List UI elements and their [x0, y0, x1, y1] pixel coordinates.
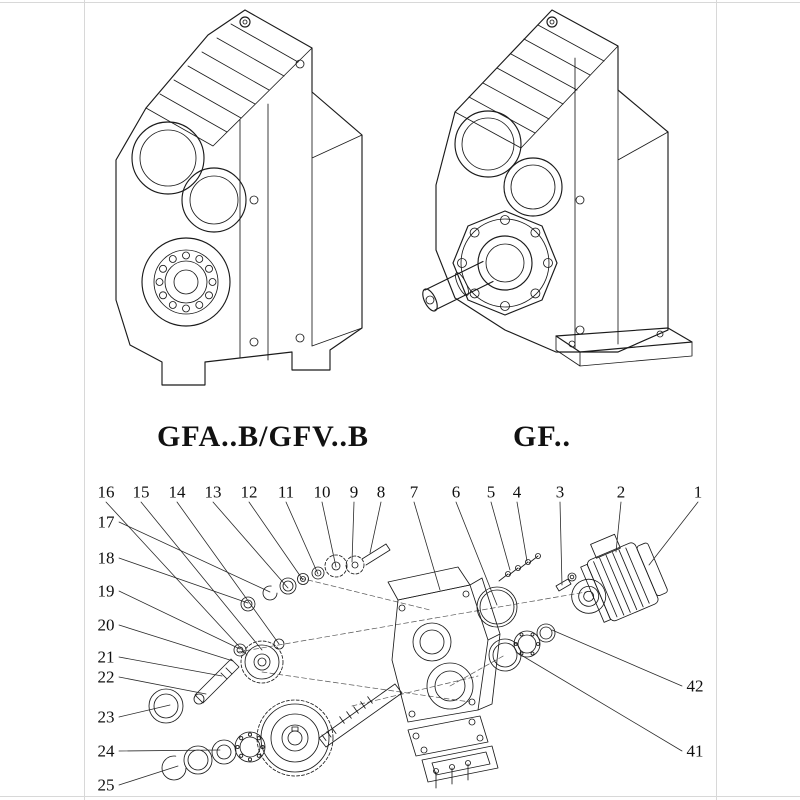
- ball-bearing-small: [279, 577, 297, 595]
- output-gear-large: [256, 699, 334, 777]
- paper-gasket: [476, 586, 518, 628]
- gear-bore-lower: [181, 167, 247, 233]
- leader-line-18: [118, 557, 249, 604]
- leader-line-15: [140, 501, 263, 651]
- exploded-view-diagram: [105, 501, 699, 789]
- leader-line-42: [551, 629, 683, 687]
- cooling-ribs: [159, 23, 299, 133]
- model-label-shaft-output: GF..: [513, 420, 571, 453]
- housing-silhouette: [115, 9, 363, 386]
- leader-line-3: [559, 501, 563, 586]
- side-band-lines: [574, 57, 669, 353]
- leader-line-7: [413, 501, 441, 591]
- leader-line-4: [516, 501, 528, 562]
- oil-seal-large: [148, 688, 184, 724]
- leader-line-11: [285, 501, 319, 575]
- flange-bolt-hole: [575, 195, 585, 205]
- gear-bore-upper: [454, 110, 522, 178]
- page-border-right: [716, 0, 717, 800]
- leader-line-17: [118, 521, 271, 593]
- gear-bore-upper-inner: [461, 117, 515, 171]
- washer: [300, 576, 306, 582]
- output-flange: [452, 210, 558, 316]
- flange-bolt-hole: [295, 59, 305, 69]
- input-shaft: [345, 543, 391, 575]
- ball-bearing-input: [513, 630, 541, 658]
- eyebolt-hole: [239, 16, 251, 28]
- page-border-top: [0, 2, 800, 3]
- leader-line-12: [248, 501, 304, 581]
- side-band-lines: [267, 91, 363, 361]
- base-plate: [555, 327, 693, 367]
- flange-bolts: [498, 553, 541, 582]
- leader-line-1: [648, 501, 699, 566]
- input-gear: [324, 554, 348, 578]
- leader-line-13: [212, 501, 289, 589]
- gasket-plate: [407, 715, 489, 757]
- leader-line-22: [118, 676, 207, 695]
- roof-edges: [145, 47, 313, 147]
- washer: [233, 643, 247, 657]
- leader-line-41: [515, 651, 683, 752]
- output-bearing: [141, 237, 231, 327]
- leader-line-21: [118, 656, 223, 677]
- output-shaft-exploded: [318, 683, 403, 748]
- leader-line-23: [118, 704, 171, 718]
- cover-plate: [421, 745, 499, 783]
- flange-bolt-hole: [249, 195, 259, 205]
- motor: [571, 533, 668, 623]
- gear-bore-lower: [503, 157, 563, 217]
- shaft-key: [555, 572, 577, 592]
- washer: [314, 569, 322, 577]
- washer: [297, 573, 309, 585]
- gear-bore-lower-inner: [510, 164, 556, 210]
- gearbox-shaft-output-drawing: [422, 9, 693, 367]
- page-border-left: [84, 0, 85, 800]
- gear-bore-upper: [131, 121, 205, 195]
- flange-bolt-hole: [575, 325, 585, 335]
- retaining-ring: [240, 596, 256, 612]
- circlip: [262, 585, 278, 601]
- washer: [273, 638, 285, 650]
- intermediate-gear: [240, 640, 284, 684]
- leader-line-2: [615, 501, 622, 553]
- leader-line-5: [490, 501, 511, 571]
- shim-ring: [488, 638, 522, 672]
- roof-edges: [454, 45, 619, 149]
- cover-screws: [433, 760, 471, 789]
- flange-bolt-hole: [249, 337, 259, 347]
- output-shaft: [422, 260, 494, 312]
- leader-line-16: [105, 501, 248, 656]
- cooling-ribs: [468, 24, 605, 134]
- assembly-guides: [237, 577, 587, 707]
- leader-line-9: [351, 501, 355, 563]
- washer: [311, 566, 325, 580]
- leader-line-19: [118, 590, 241, 650]
- model-label-foot-mounted: GFA..B/GFV..B: [157, 420, 369, 453]
- pinion-shaft: [193, 658, 240, 705]
- gear-bore-lower-inner: [189, 175, 239, 225]
- leader-line-14: [176, 501, 280, 645]
- leader-line-10: [321, 501, 337, 568]
- ball-bearing-large: [234, 731, 266, 763]
- oil-seal-small: [536, 623, 556, 643]
- gearbox-foot-mounted-drawing: [115, 9, 363, 386]
- eyebolt-hole: [546, 16, 558, 28]
- eyebolt-hole-inner: [549, 19, 555, 25]
- page-border-bottom: [0, 796, 800, 797]
- leader-line-25: [118, 765, 179, 786]
- leader-line-6: [455, 501, 498, 606]
- gearbox-housing: [387, 566, 501, 723]
- eyebolt-hole-inner: [242, 19, 248, 25]
- circlip-large: [161, 755, 187, 781]
- flange-bolt-hole: [295, 333, 305, 343]
- leader-line-24: [118, 749, 221, 752]
- washer-large: [211, 739, 237, 765]
- leader-line-8: [369, 501, 382, 554]
- leader-line-20: [118, 624, 234, 662]
- leader-lines: [105, 501, 699, 786]
- gear-bore-upper-inner: [139, 129, 197, 187]
